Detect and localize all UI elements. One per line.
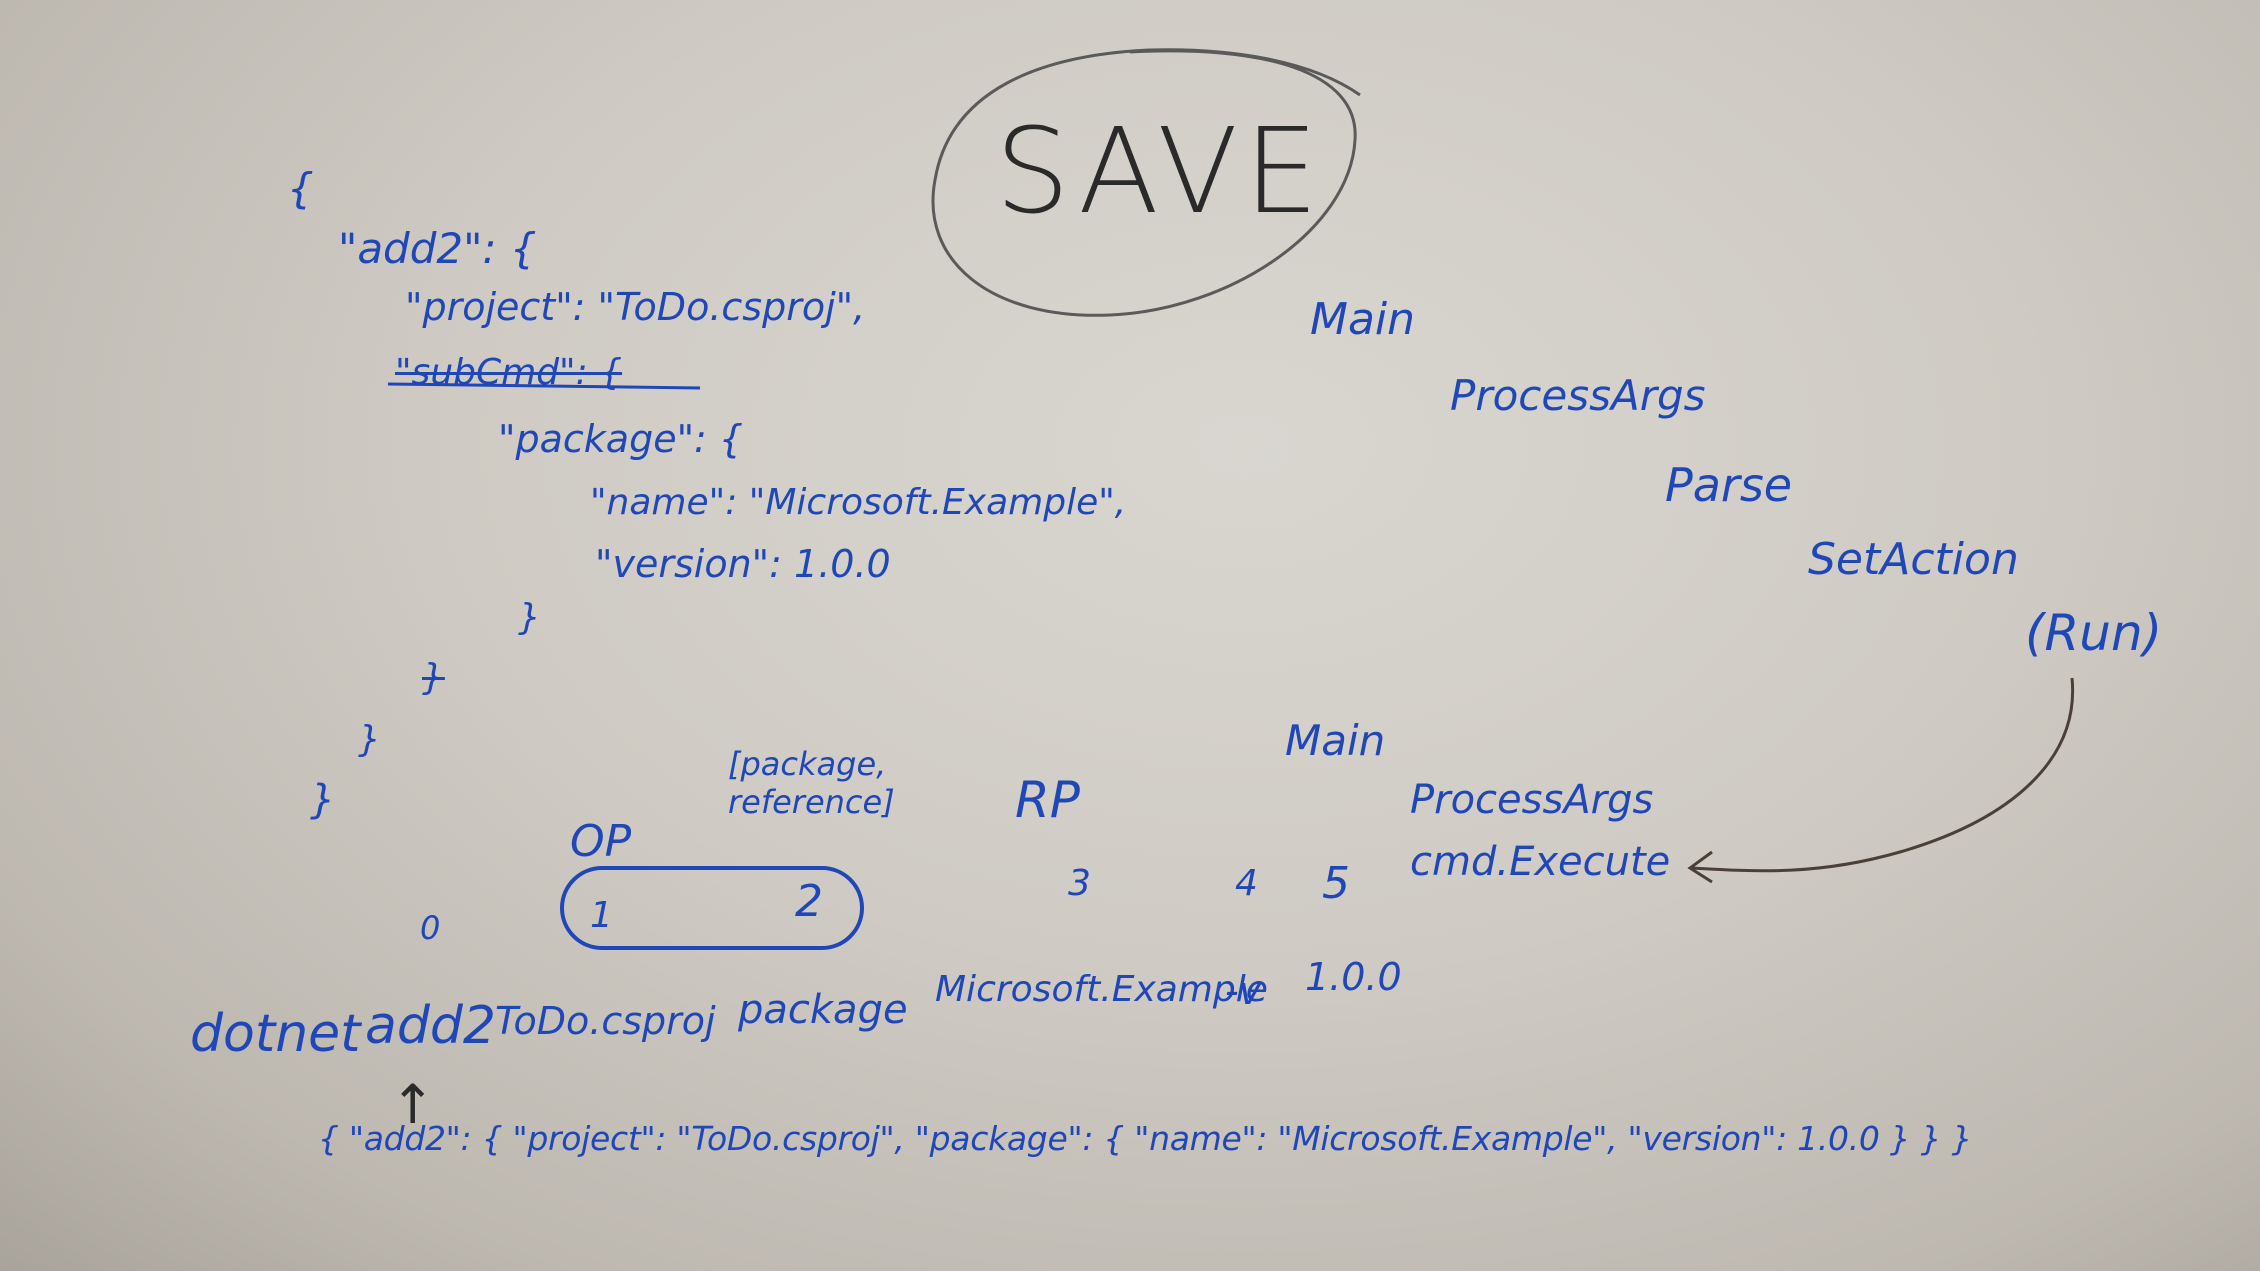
cmd-package-name: Microsoft.Example bbox=[935, 969, 1268, 1010]
json-close-package: } bbox=[518, 597, 541, 638]
json-close-subcmd: } bbox=[422, 657, 445, 698]
json-close-root: } bbox=[310, 777, 336, 823]
arrow-head bbox=[1687, 850, 1713, 884]
json-add2-key: "add2": { bbox=[338, 224, 537, 273]
cmd-package: package bbox=[738, 987, 908, 1033]
cmd-project: ToDo.csproj bbox=[495, 999, 716, 1043]
json-one-line: { "add2": { "project": "ToDo.csproj", "p… bbox=[318, 1119, 1973, 1158]
index-5: 5 bbox=[1322, 858, 1350, 909]
chain-top-main: Main bbox=[1310, 294, 1416, 345]
chain-top-processargs: ProcessArgs bbox=[1450, 371, 1706, 420]
label-op: OP bbox=[570, 816, 632, 867]
run-to-execute-arrow bbox=[1691, 677, 2075, 873]
json-open-brace: { bbox=[287, 164, 314, 213]
label-rp: RP bbox=[1015, 771, 1080, 829]
cmd-version: 1.0.0 bbox=[1305, 955, 1402, 999]
optional-args-oval bbox=[560, 866, 864, 950]
index-2: 2 bbox=[795, 876, 823, 927]
subcmd-strike bbox=[387, 382, 701, 390]
save-circle bbox=[931, 48, 1361, 317]
json-package-key: "package": { bbox=[498, 417, 744, 461]
chain-bottom-main: Main bbox=[1285, 716, 1386, 765]
json-subcmd-line: "subCmd": { bbox=[395, 352, 623, 393]
index-4: 4 bbox=[1235, 863, 1258, 904]
chain-top-setaction: SetAction bbox=[1808, 534, 2019, 585]
json-name-line: "name": "Microsoft.Example", bbox=[590, 482, 1127, 523]
chain-bottom-processargs: ProcessArgs bbox=[1410, 777, 1654, 823]
up-arrow: ↑ bbox=[390, 1073, 436, 1136]
label-subcommands: [package, reference] bbox=[728, 745, 895, 822]
index-3: 3 bbox=[1068, 863, 1091, 904]
json-close-add2: } bbox=[358, 719, 381, 760]
json-version-line: "version": 1.0.0 bbox=[595, 542, 891, 586]
index-1: 1 bbox=[590, 895, 613, 936]
chain-bottom-cmd-execute: cmd.Execute bbox=[1410, 839, 1671, 885]
chain-top-run: (Run) bbox=[2025, 604, 2163, 662]
json-project-line: "project": "ToDo.csproj", bbox=[405, 285, 866, 329]
chain-top-parse: Parse bbox=[1665, 458, 1793, 512]
cmd-dotnet: dotnet bbox=[190, 1004, 361, 1064]
cmd-add2: add2 bbox=[365, 996, 496, 1056]
index-0: 0 bbox=[420, 909, 441, 947]
cmd-version-flag: -v bbox=[1225, 969, 1262, 1013]
save-note: SAVE bbox=[995, 102, 1325, 240]
